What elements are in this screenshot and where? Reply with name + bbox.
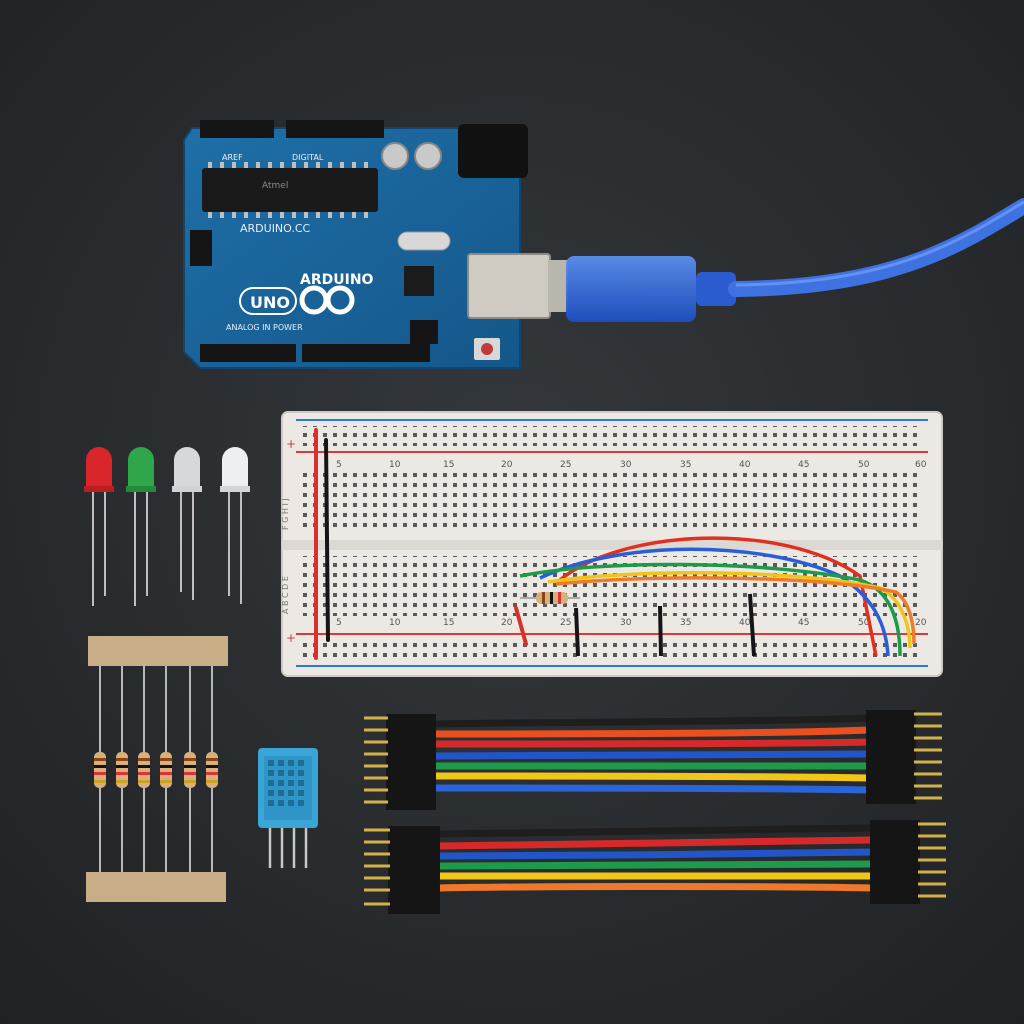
leds [84,447,250,606]
wire-black-2 [658,605,663,657]
svg-text:30: 30 [620,460,632,470]
upper-terminal-holes [300,472,920,532]
wire-black-3 [748,593,756,657]
svg-text:20: 20 [501,618,513,628]
rail-plus-top: + [286,437,296,451]
jumper-ribbon-bottom [364,820,946,914]
usb-cable-housing [566,256,696,322]
svg-text:25: 25 [560,460,571,470]
svg-text:20: 20 [501,460,513,470]
svg-text:15: 15 [443,460,454,470]
arduino-logo [299,285,355,315]
row-letters-bottom: A B C D E [281,576,290,614]
chip-label: Atmel [262,181,288,191]
led-clear [172,447,202,600]
svg-text:5: 5 [336,618,342,628]
rail-plus-bottom: + [286,631,296,645]
svg-text:30: 30 [620,618,632,628]
chip-pins-bottom [208,212,368,218]
led-red [84,447,114,606]
header-label-digital: DIGITAL [292,153,324,162]
arduino-uno-board: Atmel AREF DIGITAL ARDUINO.CC ARDUINO UN… [183,120,551,369]
wire-arch-blue [539,547,890,657]
digital-header-left [200,120,274,138]
row-letters-top: F G H I J [281,498,290,530]
chip-pins-top [208,162,368,168]
svg-text:40: 40 [739,618,751,628]
atmega-chip [202,168,378,212]
dht11-sensor [258,748,318,868]
model-label: UNO [250,293,290,312]
icsp-header [190,230,212,266]
wire-arch-yellow [547,571,912,649]
usb-cable-plug [548,260,568,312]
header-label-aref: AREF [222,153,243,162]
wire-black-rail [324,438,330,642]
wire-red-short [514,606,528,646]
digital-header-right [286,120,384,138]
svg-text:15: 15 [443,618,454,628]
crystal [397,231,451,251]
led-green [126,447,156,606]
svg-text:20: 20 [915,618,927,628]
resistor-bands [94,758,218,783]
jumper-ribbon-top [364,710,942,810]
wire-arch-green [519,562,902,657]
bottom-rail-holes [300,640,920,660]
ribbon-bottom-right-connectors [870,820,946,904]
svg-text:25: 25 [560,618,571,628]
resistor-tape-bottom [86,872,226,902]
dc-power-jack [458,124,528,178]
brand-label: ARDUINO [300,272,374,288]
breadboard-resistor [520,592,580,604]
wire-black-1 [574,607,580,657]
usb-cable-wire [728,198,1024,297]
wire-arch-orange [555,576,916,645]
svg-text:50: 50 [858,618,870,628]
svg-text:45: 45 [798,460,809,470]
svg-text:40: 40 [739,460,751,470]
ribbon-top-left-connectors [364,714,436,810]
resistor-tape-top [88,636,228,666]
capacitor-2 [414,142,442,170]
usb-b-port [467,253,551,319]
ribbon-bottom-left-connectors [364,826,440,914]
capacitor-1 [381,142,409,170]
svg-text:10: 10 [389,618,401,628]
analog-header [302,344,430,362]
svg-text:45: 45 [798,618,809,628]
ribbon-top-right-connectors [866,710,942,804]
breadboard: + F G H I J A B C D E + 5 10 15 20 25 30… [281,411,943,677]
column-numbers-top: 5 10 15 20 25 30 35 40 45 50 60 [336,460,927,470]
power-header [200,344,296,362]
usb-chip [404,266,434,296]
model-badge [239,287,297,315]
svg-text:5: 5 [336,460,342,470]
power-header-label: ANALOG IN POWER [226,323,303,332]
site-label: ARDUINO.CC [240,222,311,235]
column-numbers-bottom: 5 10 15 20 25 30 35 40 45 50 20 [336,618,927,628]
svg-text:35: 35 [680,460,691,470]
svg-text:50: 50 [858,460,870,470]
led-white [220,447,250,604]
ribbon-bottom-wires [439,824,873,892]
top-rail-holes [300,426,920,446]
svg-text:60: 60 [915,460,927,470]
svg-text:10: 10 [389,460,401,470]
center-channel [282,540,942,550]
resistor-strip [86,636,228,902]
ribbon-top-wires [435,714,869,794]
icsp-header-2 [410,320,438,344]
usb-cable [548,198,1024,322]
svg-text:35: 35 [680,618,691,628]
